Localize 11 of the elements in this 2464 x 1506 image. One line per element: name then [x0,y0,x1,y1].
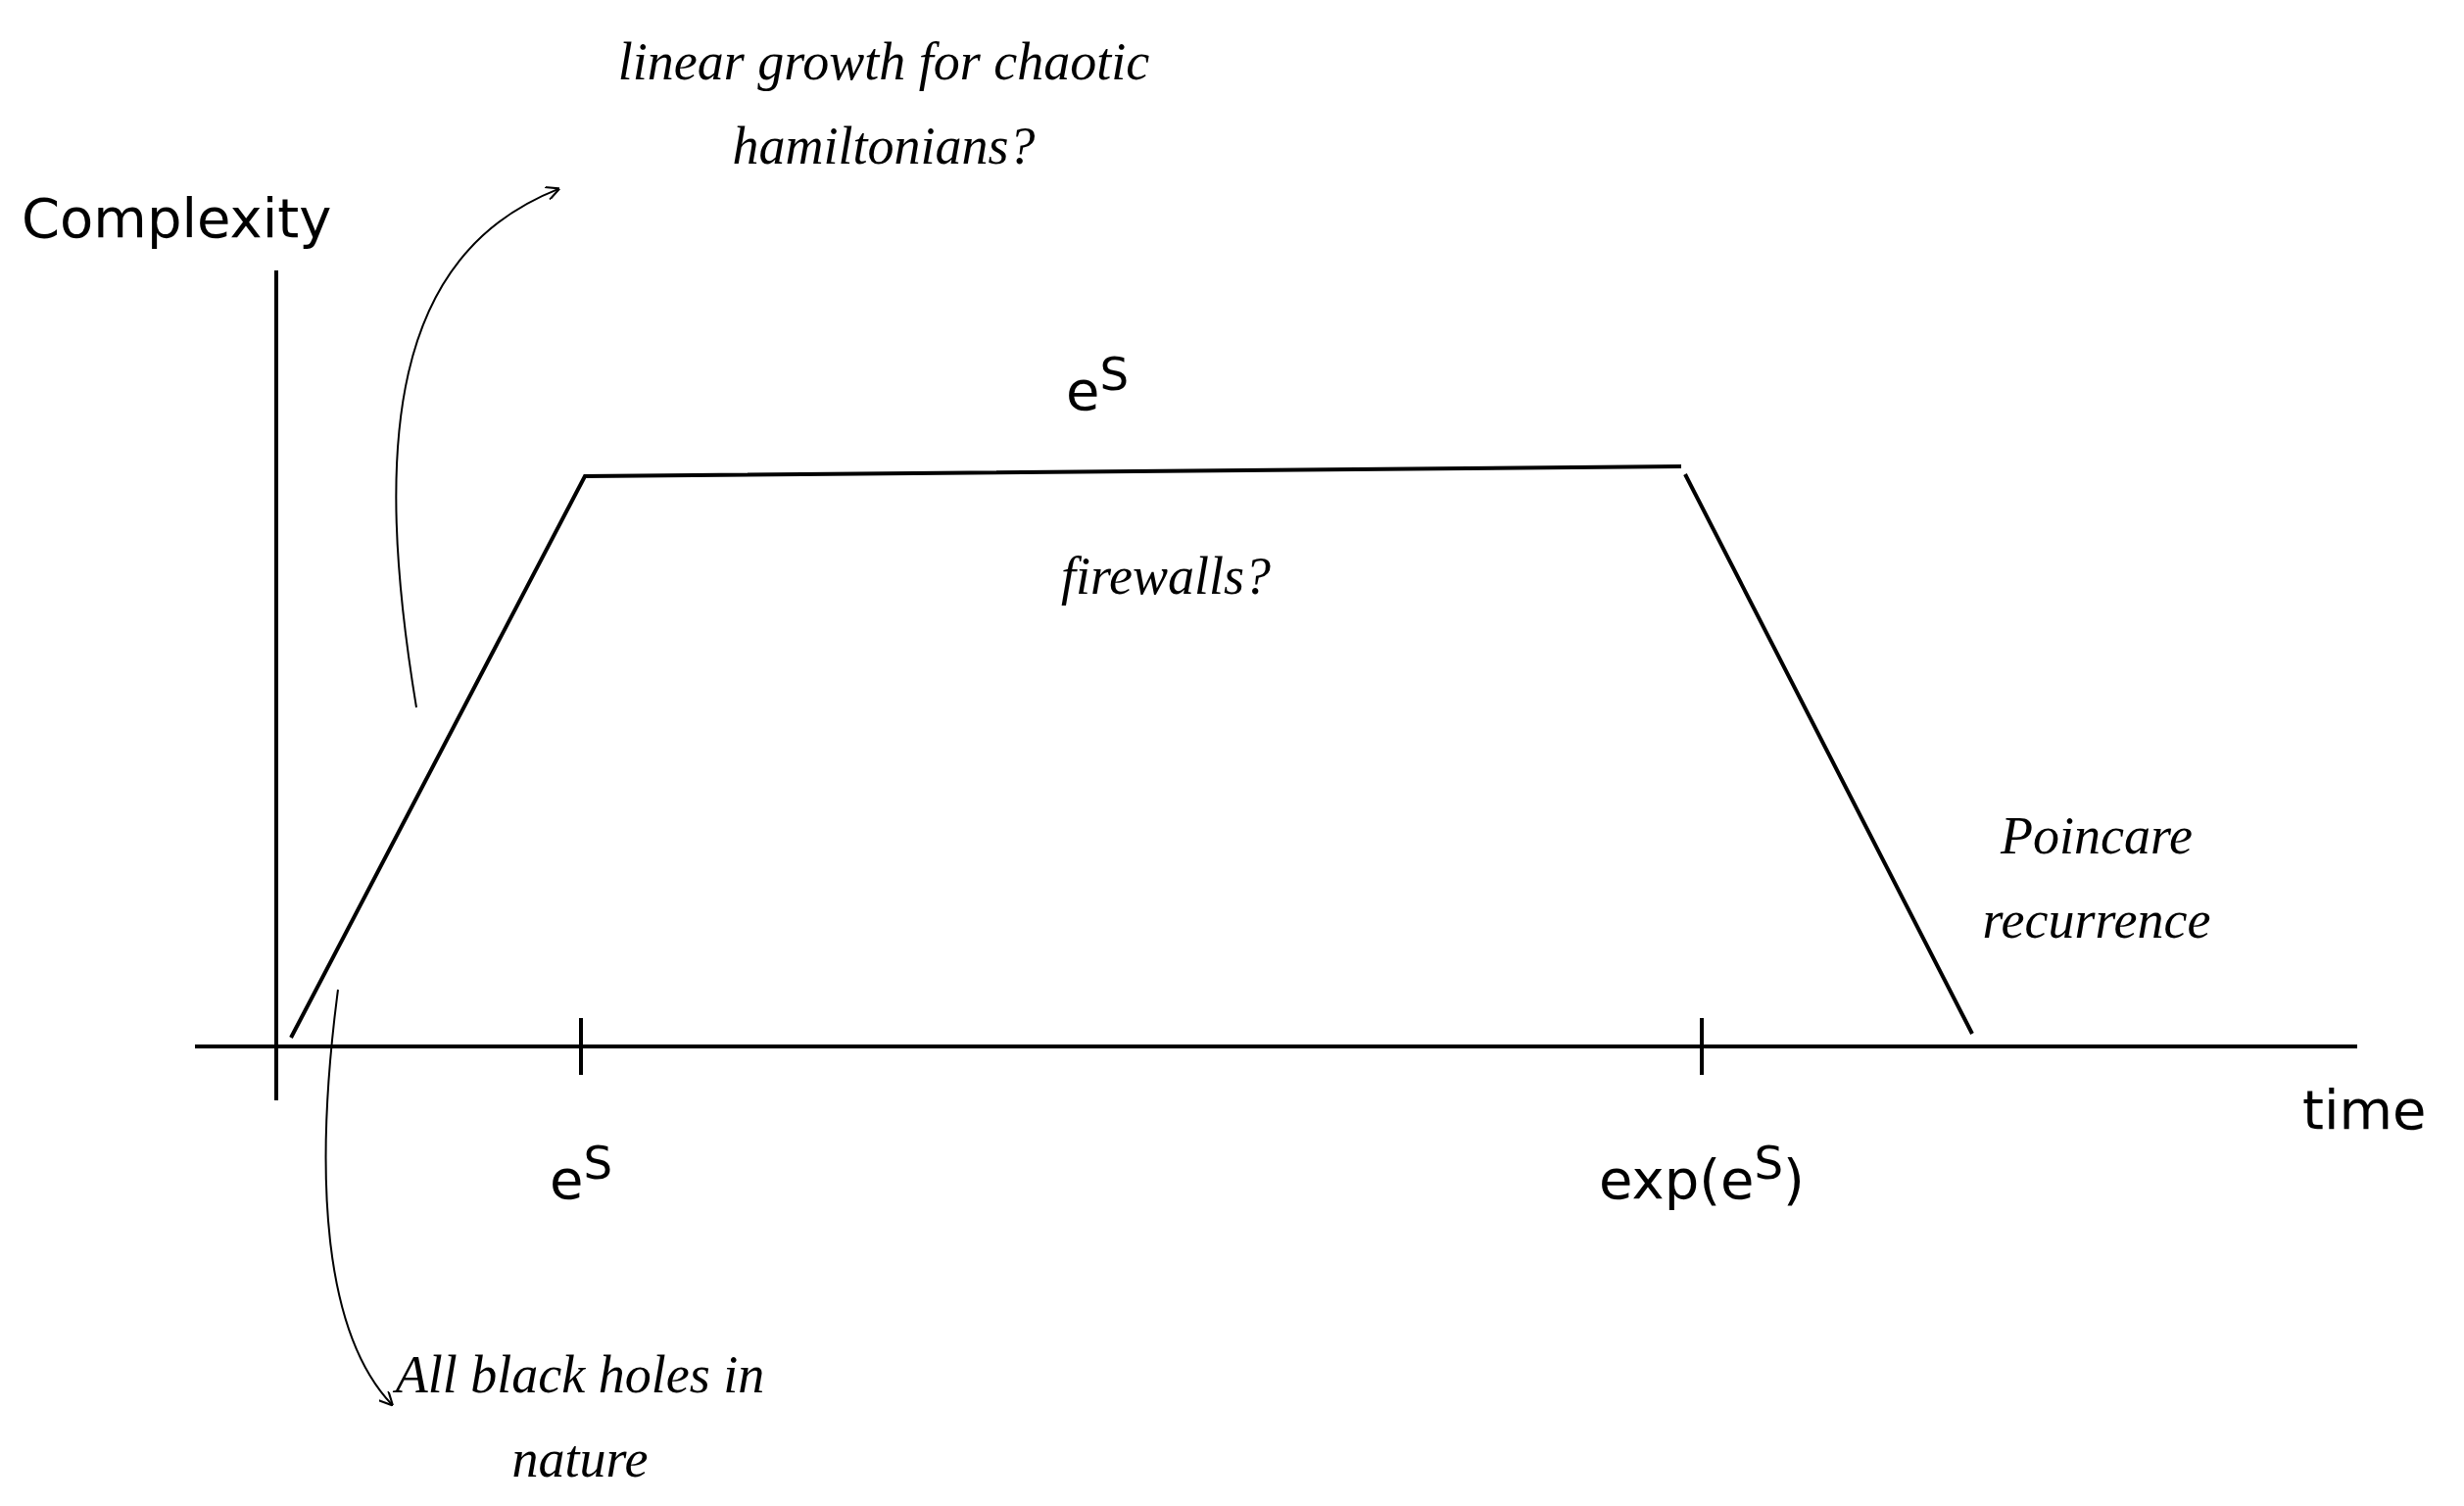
axis-title: Complexity [22,186,333,250]
annotation: firewalls? [1060,546,1272,607]
tick-label: exp(e$^{S}$) [1598,1137,1806,1211]
leader-arrow [324,989,394,1407]
annotation: Poincare recurrence [1981,805,2212,952]
value-label: e$^{S}$ [1064,348,1131,422]
tick-label: e$^{S}$ [548,1137,614,1211]
leader-arrow [395,187,561,708]
annotation-note: All black holes in nature [394,1333,766,1504]
axis-title: time [2302,1078,2428,1142]
annotation-note: linear growth for chaotic hamiltonians? [560,20,1207,198]
